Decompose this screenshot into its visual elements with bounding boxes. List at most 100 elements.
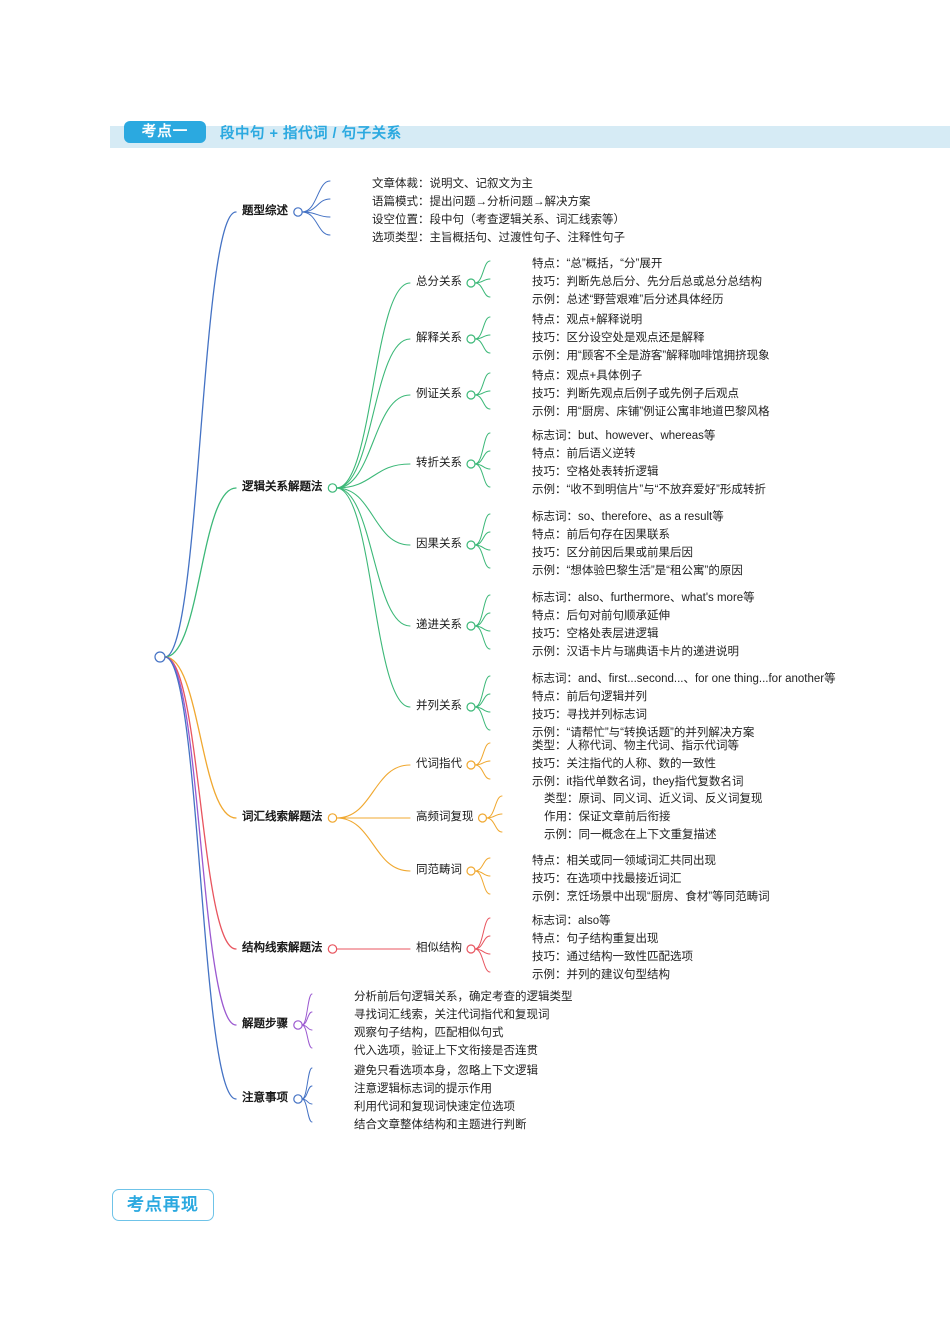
mindmap-edge [474, 544, 491, 569]
branch-jieti-buzhou-leaf: 分析前后句逻辑关系，确定考查的逻辑类型 [354, 991, 573, 1003]
mindmap-node-dot[interactable] [154, 651, 166, 663]
mindmap-node-dot[interactable] [293, 1020, 303, 1030]
sub-dijin: 递进关系 [416, 619, 462, 631]
sub-yinguo-leaf: 标志词：so、therefore、as a result等 [532, 511, 724, 523]
mindmap-edge [486, 813, 503, 819]
mindmap-edge [335, 463, 411, 489]
mindmap-edge [474, 857, 491, 872]
sub-zhuanzhe-leaf: 特点：前后语义逆转 [532, 448, 636, 460]
sub-xiangsi-jiegou-leaf: 示例：并列的建议句型结构 [532, 969, 670, 981]
mindmap-edge [474, 372, 491, 396]
mindmap-node-dot[interactable] [327, 483, 338, 493]
sub-daici-zhidai-leaf: 类型：人称代词、物主代词、指示代词等 [532, 740, 739, 752]
sub-gaopinci: 高频词复现 [416, 811, 474, 823]
mindmap-edge [474, 612, 491, 627]
mindmap-edge [474, 706, 491, 731]
branch-luoji-guanxi: 逻辑关系解题法 [242, 481, 323, 493]
sub-tongfanchouci-leaf: 技巧：在选项中找最接近词汇 [532, 873, 682, 885]
branch-jieti-buzhou-leaf: 观察句子结构，匹配相似句式 [354, 1027, 504, 1039]
mindmap-edge [474, 760, 491, 766]
sub-zongfen-leaf: 技巧：判断先总后分、先分后总或总分总结构 [532, 276, 762, 288]
branch-zhuyi-shixiang-leaf: 利用代词和复现词快速定位选项 [354, 1101, 515, 1113]
mindmap-edge [474, 675, 491, 708]
mindmap-node-dot[interactable] [477, 813, 488, 823]
mindmap-edge [474, 432, 491, 465]
sub-xiangsi-jiegou-leaf: 技巧：通过结构一致性匹配选项 [532, 951, 693, 963]
branch-jieti-buzhou-leaf: 寻找词汇线索，关注代词指代和复现词 [354, 1009, 550, 1021]
sub-jieshi-leaf: 技巧：区分设空处是观点还是解释 [532, 332, 705, 344]
mindmap-node-dot[interactable] [293, 207, 303, 217]
sub-yinguo-leaf: 特点：前后句存在因果联系 [532, 529, 670, 541]
mindmap-edge [474, 513, 491, 546]
mindmap-node-dot[interactable] [327, 813, 338, 823]
sub-dijin-leaf: 示例：汉语卡片与瑞典语卡片的递进说明 [532, 646, 739, 658]
mindmap-edge [301, 1024, 313, 1049]
mindmap-node-dot[interactable] [466, 866, 476, 876]
sub-xiangsi-jiegou-leaf: 特点：句子结构重复出现 [532, 933, 659, 945]
mindmap-edge [335, 764, 411, 819]
mindmap-edge [301, 993, 313, 1026]
mindmap-edge [301, 180, 331, 213]
mindmap-node-dot[interactable] [327, 944, 338, 954]
branch-jiegou-xiansuo: 结构线索解题法 [242, 942, 323, 954]
mindmap-node-dot[interactable] [466, 334, 476, 344]
mindmap-edge [301, 211, 331, 236]
mindmap-edge [474, 917, 491, 950]
mindmap-node-dot[interactable] [466, 944, 476, 954]
mindmap-edge [474, 764, 491, 780]
mindmap-edge [301, 198, 331, 213]
mindmap-node-dot[interactable] [293, 1094, 303, 1104]
sub-tongfanchouci-leaf: 特点：相关或同一领域词汇共同出现 [532, 855, 716, 867]
sub-xiangsi-jiegou: 相似结构 [416, 942, 462, 954]
sub-binglie-leaf: 示例：“请帮忙”与“转换话题”的并列解决方案 [532, 727, 755, 739]
mindmap-node-dot[interactable] [466, 621, 476, 631]
sub-lizheng-leaf: 特点：观点+具体例子 [532, 370, 643, 382]
sub-yinguo: 因果关系 [416, 538, 462, 550]
sub-lizheng: 例证关系 [416, 388, 462, 400]
mindmap-edge [164, 656, 237, 1026]
mindmap-node-dot[interactable] [466, 540, 476, 550]
mindmap-edge [474, 394, 491, 410]
sub-daici-zhidai-leaf: 技巧：关注指代的人称、数的一致性 [532, 758, 716, 770]
branch-zhuyi-shixiang-leaf: 注意逻辑标志词的提示作用 [354, 1083, 492, 1095]
branch-tixing-zongshu-leaf: 选项类型：主旨概括句、过渡性句子、注释性句子 [372, 232, 625, 244]
mindmap-node-dot[interactable] [466, 760, 476, 770]
mindmap-edge [335, 487, 411, 627]
mindmap-edge [164, 656, 237, 819]
sub-tongfanchouci: 同范畴词 [416, 864, 462, 876]
footer-box: 考点再现 [112, 1189, 214, 1221]
mindmap-edge [486, 795, 503, 819]
mindmap-edge [474, 742, 491, 766]
branch-zhuyi-shixiang-leaf: 避免只看选项本身，忽略上下文逻辑 [354, 1065, 538, 1077]
branch-tixing-zongshu-leaf: 语篇模式：提出问题→分析问题→解决方案 [372, 196, 591, 208]
mindmap-node-dot[interactable] [466, 459, 476, 469]
mindmap-edge [164, 211, 237, 658]
sub-zhuanzhe: 转折关系 [416, 457, 462, 469]
mindmap-edge [474, 278, 491, 284]
sub-gaopinci-leaf: 作用：保证文章前后衔接 [544, 811, 671, 823]
header-title: 段中句 + 指代词 / 句子关系 [220, 126, 402, 142]
mindmap-node-dot[interactable] [466, 278, 476, 288]
sub-binglie-leaf: 特点：前后句逻辑并列 [532, 691, 647, 703]
sub-yinguo-leaf: 示例：“想体验巴黎生活”是“租公寓”的原因 [532, 565, 743, 577]
mindmap-edge [474, 316, 491, 340]
sub-tongfanchouci-leaf: 示例：烹饪场景中出现“厨房、食材”等同范畴词 [532, 891, 770, 903]
sub-daici-zhidai: 代词指代 [416, 758, 462, 770]
mindmap-edge [474, 260, 491, 284]
mindmap-edge [474, 390, 491, 396]
mindmap-edge [164, 487, 237, 658]
mindmap-node-dot[interactable] [466, 390, 476, 400]
mindmap-edge [474, 693, 491, 708]
header-badge: 考点一 [124, 121, 206, 143]
mindmap-edge [474, 870, 491, 895]
sub-xiangsi-jiegou-leaf: 标志词：also等 [532, 915, 611, 927]
mindmap-edge [335, 394, 411, 489]
sub-zhuanzhe-leaf: 标志词：but、however、whereas等 [532, 430, 716, 442]
mindmap-edge [335, 338, 411, 489]
sub-zongfen: 总分关系 [416, 276, 462, 288]
header-bar [110, 126, 950, 148]
branch-tixing-zongshu: 题型综述 [242, 205, 288, 217]
mindmap-node-dot[interactable] [466, 702, 476, 712]
